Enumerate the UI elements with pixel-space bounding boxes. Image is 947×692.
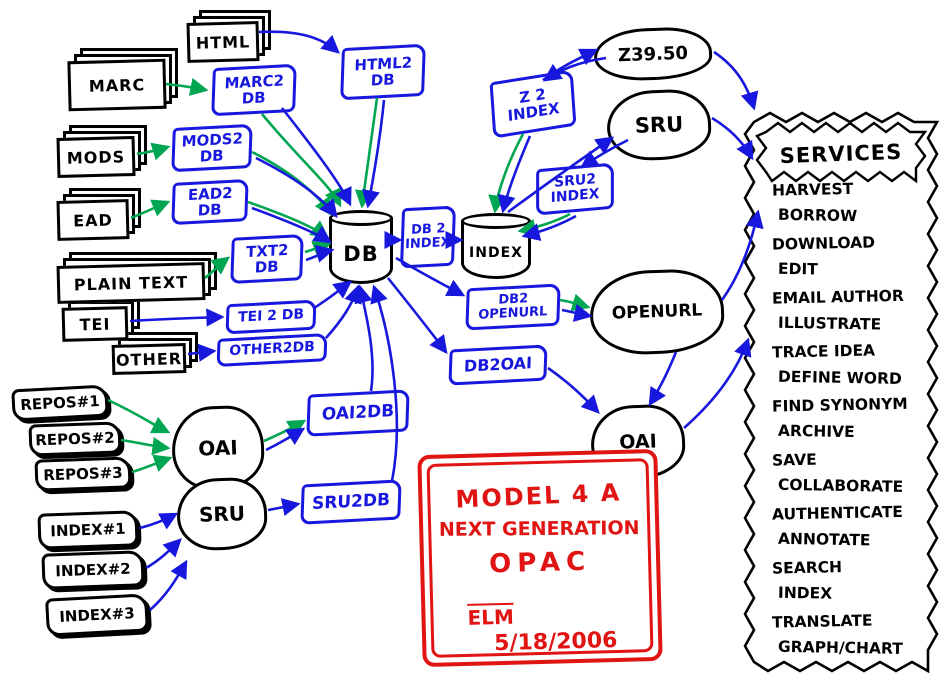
index3-label: INDEX#3 (58, 604, 136, 626)
converter-db2index: DB 2 INDEX (399, 205, 457, 269)
converter-oai2db: OAI2DB (306, 389, 410, 437)
service-item-save: SAVE (771, 450, 817, 470)
converter-tei2db: TEI 2 DB (225, 299, 317, 335)
services-list: HARVEST BORROW DOWNLOAD EDIT EMAIL AUTHO… (772, 180, 926, 666)
converter-mods2db-label: MODS2 DB (181, 129, 244, 166)
annotation-signature-block: ELM 5/18/2006 (433, 601, 650, 658)
annotation-line3: OPAC (488, 546, 592, 580)
source-tei-label: TEI (79, 314, 111, 334)
source-plain-text-label: PLAIN TEXT (73, 272, 189, 294)
converter-sru2db: SRU2DB (300, 479, 402, 525)
source-other: OTHER (111, 332, 198, 375)
z3950-node: Z39.50 (593, 25, 713, 83)
source-html: HTML (186, 10, 271, 63)
converter-ead2db: EAD2 DB (171, 178, 249, 226)
service-item-download: DOWNLOAD (771, 233, 876, 254)
source-tei: TEI (61, 295, 140, 342)
repos3-label: REPOS#3 (43, 463, 123, 485)
service-item-define-word: DEFINE WORD (777, 367, 902, 388)
converter-tei2db-label: TEI 2 DB (237, 306, 305, 327)
annotation-signature: ELM (467, 604, 515, 630)
service-item-harvest: HARVEST (771, 179, 854, 200)
annotation-line2: NEXT GENERATION (438, 517, 640, 541)
sru-right-node: SRU (605, 88, 713, 162)
converter-db2index-label: DB 2 INDEX (404, 221, 451, 253)
service-item-borrow: BORROW (777, 205, 858, 226)
converter-sru2db-label: SRU2DB (311, 489, 391, 514)
index2-label: INDEX#2 (55, 559, 131, 581)
converter-oai2db-label: OAI2DB (321, 400, 395, 425)
source-other-label: OTHER (115, 348, 183, 370)
index1-label: INDEX#1 (50, 519, 126, 541)
source-plain-text: PLAIN TEXT (56, 252, 217, 304)
source-ead: EAD (56, 188, 141, 241)
converter-sru2index: SRU2 INDEX (536, 162, 614, 216)
converter-db2oai: DB2OAI (448, 344, 548, 386)
service-item-edit: EDIT (777, 259, 818, 279)
annotation-inner: MODEL 4 A NEXT GENERATION OPAC ELM 5/18/… (426, 458, 654, 658)
converter-other2db-label: OTHER2DB (229, 339, 316, 360)
oai-left-label: OAI (197, 435, 239, 461)
services-title: SERVICES (779, 139, 903, 169)
db-cylinder-body (329, 218, 393, 284)
converter-z2index: Z 2 INDEX (489, 69, 577, 139)
source-html-label: HTML (195, 31, 251, 53)
z3950-label: Z39.50 (617, 42, 689, 66)
service-item-email-author: EMAIL AUTHOR (771, 286, 904, 308)
index-node: INDEX (461, 213, 531, 279)
db-label: DB (343, 242, 379, 266)
source-mods: MODS (56, 125, 147, 179)
repos2-label: REPOS#2 (35, 428, 115, 450)
repos3-node: REPOS#3 (34, 456, 132, 492)
annotation-date: 5/18/2006 (493, 628, 618, 657)
services-panel: SERVICES HARVEST BORROW DOWNLOAD EDIT EM… (752, 118, 930, 664)
sru-left-label: SRU (198, 501, 246, 527)
service-item-translate: TRANSLATE (771, 611, 873, 632)
sru-left-node: SRU (175, 476, 269, 552)
service-item-archive: ARCHIVE (777, 421, 855, 442)
converter-marc2db: MARC2 DB (211, 63, 297, 117)
service-item-index: INDEX (777, 583, 833, 603)
repos1-node: REPOS#1 (11, 384, 109, 422)
openurl-label: OPENURL (611, 300, 703, 324)
service-item-trace-idea: TRACE IDEA (771, 341, 876, 362)
converter-db2openurl-label: DB2 OPENURL (477, 291, 548, 323)
converter-txt2db: TXT2 DB (230, 234, 304, 284)
converter-sru2index-label: SRU2 INDEX (550, 171, 600, 207)
annotation-line1: MODEL 4 A (454, 478, 622, 514)
source-marc: MARC (67, 48, 178, 112)
converter-txt2db-label: TXT2 DB (245, 240, 289, 277)
service-item-find-synonym: FIND SYNONYM (771, 394, 908, 416)
source-mods-label: MODS (66, 146, 126, 168)
annotation-box: MODEL 4 A NEXT GENERATION OPAC ELM 5/18/… (417, 448, 663, 668)
converter-mods2db: MODS2 DB (171, 123, 253, 173)
openurl-node: OPENURL (588, 267, 726, 357)
index1-node: INDEX#1 (37, 510, 139, 550)
db-node: DB (329, 210, 393, 284)
converter-db2oai-label: DB2OAI (463, 353, 533, 377)
converter-ead2db-label: EAD2 DB (187, 183, 233, 220)
index-label: INDEX (469, 245, 523, 261)
service-item-authenticate: AUTHENTICATE (771, 502, 904, 524)
source-marc-label: MARC (88, 74, 146, 96)
converter-z2index-label: Z 2 INDEX (507, 84, 561, 126)
converter-marc2db-label: MARC2 DB (224, 71, 285, 108)
converter-html2db: HTML2 DB (340, 43, 426, 101)
service-item-graph-chart: GRAPH/CHART (777, 637, 903, 658)
source-ead-label: EAD (72, 209, 114, 231)
repos2-node: REPOS#2 (28, 421, 122, 457)
service-item-annotate: ANNOTATE (777, 529, 871, 550)
repos1-label: REPOS#1 (19, 391, 101, 415)
service-item-illustrate: ILLUSTRATE (777, 313, 882, 334)
converter-db2openurl: DB2 OPENURL (465, 283, 561, 331)
service-item-search: SEARCH (771, 558, 843, 578)
sru-right-label: SRU (634, 112, 684, 138)
converter-other2db: OTHER2DB (216, 333, 328, 367)
converter-html2db-label: HTML2 DB (354, 53, 413, 90)
service-item-collaborate: COLLABORATE (777, 475, 904, 496)
index3-node: INDEX#3 (45, 593, 149, 637)
index2-node: INDEX#2 (41, 550, 145, 590)
